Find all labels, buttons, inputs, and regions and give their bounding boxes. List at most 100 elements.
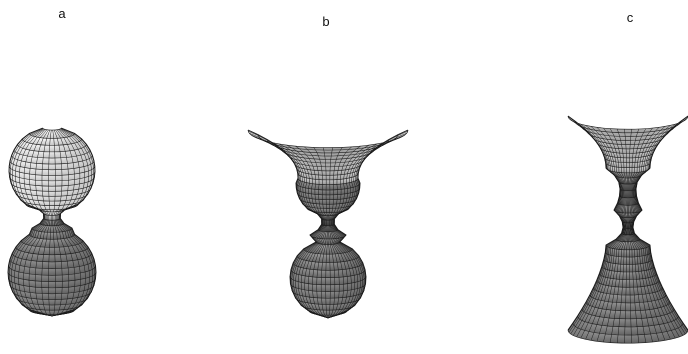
- surface-a-band: [10, 182, 94, 197]
- surface-c-latitude-line: [585, 301, 671, 312]
- surface-a-meridian-line: [51, 129, 70, 317]
- surface-a-band: [10, 155, 94, 170]
- surface-b-band: [310, 235, 346, 245]
- surface-a-band: [9, 171, 95, 187]
- surface-a-band: [22, 133, 82, 146]
- surface-b-meridian-line: [278, 143, 329, 319]
- surface-a-meridian-line: [51, 129, 86, 317]
- surface-c-meridian-line: [609, 128, 627, 343]
- surface-c-band: [575, 121, 681, 137]
- surface-a-meridian-line: [51, 129, 76, 317]
- surface-b-latitude-line: [289, 276, 367, 286]
- surface-a-meridian-line: [51, 129, 63, 317]
- surface-a-latitude-line: [7, 271, 97, 282]
- surface-c-band: [592, 136, 664, 149]
- surface-b-band: [292, 290, 364, 305]
- surface-a-latitude-line: [11, 253, 93, 263]
- surface-a-band: [9, 166, 95, 181]
- surface-a-meridian-line: [14, 128, 53, 317]
- surface-a-latitude-line: [15, 246, 89, 256]
- surface-c-band: [614, 175, 642, 185]
- surface-a-meridian-line: [51, 128, 93, 317]
- surface-c: [567, 115, 688, 344]
- surface-c-meridian-line: [624, 129, 628, 344]
- surface-b-silhouette-right: [327, 129, 409, 319]
- surface-c-latitude-line: [589, 294, 667, 304]
- surface-a-meridian-line: [41, 129, 53, 317]
- surface-c-band: [596, 142, 660, 154]
- surface-c-latitude-line: [567, 329, 688, 344]
- surface-a-latitude-line: [8, 171, 96, 182]
- surface-a-meridian-line: [48, 129, 53, 317]
- surface-b-band: [248, 130, 408, 151]
- surface-c-meridian-line: [603, 127, 627, 343]
- panel-label-a: a: [58, 6, 66, 21]
- surface-a-meridian-line: [18, 129, 53, 317]
- surface-c-band: [606, 239, 650, 250]
- surface-b-band: [287, 154, 369, 167]
- surface-a-silhouette-left: [7, 127, 53, 317]
- surface-a-latitude-line: [8, 265, 96, 276]
- surface-a-latitude-line: [9, 176, 95, 187]
- surface-b-band: [309, 311, 347, 318]
- surface-a-meridian-line: [11, 128, 53, 317]
- surface-a-band: [9, 160, 95, 176]
- surface-a-band: [15, 297, 89, 311]
- surface-c-meridian-line: [629, 128, 647, 343]
- surface-b-meridian-line: [327, 144, 370, 319]
- surface-c-meridian-line: [585, 125, 625, 340]
- surface-a-meridian-line: [51, 129, 56, 317]
- surface-a-latitude-line: [8, 278, 96, 289]
- surface-c-meridian-line: [630, 126, 666, 341]
- surface-b-band: [297, 173, 359, 185]
- surface-b-band: [281, 149, 375, 163]
- surface-a-meridian-line: [28, 129, 53, 317]
- surface-a: [7, 127, 97, 317]
- surface-b-meridian-line: [327, 145, 361, 319]
- surface-b-meridian-line: [327, 143, 378, 319]
- surface-b: [247, 129, 409, 319]
- surface-b-band: [302, 203, 354, 213]
- surface-a-latitude-line: [10, 182, 94, 192]
- surface-a-latitude-line: [8, 165, 96, 176]
- surface-a-latitude-line: [9, 259, 95, 269]
- surface-a-band: [25, 204, 79, 212]
- surface-b-band: [299, 198, 357, 209]
- surface-a-band: [21, 234, 83, 248]
- surface-a-latitude-line: [12, 187, 92, 197]
- surface-c-meridian-line: [596, 127, 626, 342]
- surface-a-band: [29, 128, 75, 139]
- surface-a-latitude-line: [20, 240, 84, 248]
- surface-a-band: [19, 198, 85, 210]
- surface-a-latitude-line: [9, 284, 95, 295]
- surface-c-meridian-line: [628, 128, 640, 344]
- surface-a-latitude-line: [15, 193, 89, 202]
- surface-b-meridian-line: [322, 147, 329, 319]
- surface-c-meridian-line: [629, 127, 653, 343]
- surface-c-meridian-line: [590, 126, 626, 341]
- surface-c-silhouette-left: [567, 115, 624, 331]
- surface-a-latitude-line: [22, 138, 82, 146]
- surface-a-latitude-line: [9, 160, 95, 171]
- surface-a-band: [8, 278, 96, 294]
- surface-c-meridian-line: [616, 128, 628, 344]
- surface-b-meridian-line: [286, 144, 329, 319]
- surface-c-band: [605, 245, 651, 258]
- surface-a-meridian-line: [51, 129, 81, 317]
- surface-a-latitude-line: [11, 290, 93, 300]
- surface-c-band: [599, 147, 657, 158]
- surface-c-meridian-line: [630, 127, 660, 342]
- surface-a-latitude-line: [13, 149, 91, 159]
- surface-a-band: [8, 272, 96, 288]
- surface-a-band: [8, 265, 96, 282]
- surface-c-band: [581, 126, 675, 141]
- surface-a-meridian-line: [23, 129, 53, 317]
- surface-a-meridian-line: [51, 128, 90, 317]
- surface-c-meridian-line: [576, 122, 624, 337]
- surface-b-meridian-line: [304, 146, 329, 319]
- surface-c-latitude-line: [581, 308, 675, 320]
- surface-b-band: [297, 248, 359, 263]
- surface-b-band: [295, 297, 361, 311]
- panel-label-b: b: [322, 14, 329, 29]
